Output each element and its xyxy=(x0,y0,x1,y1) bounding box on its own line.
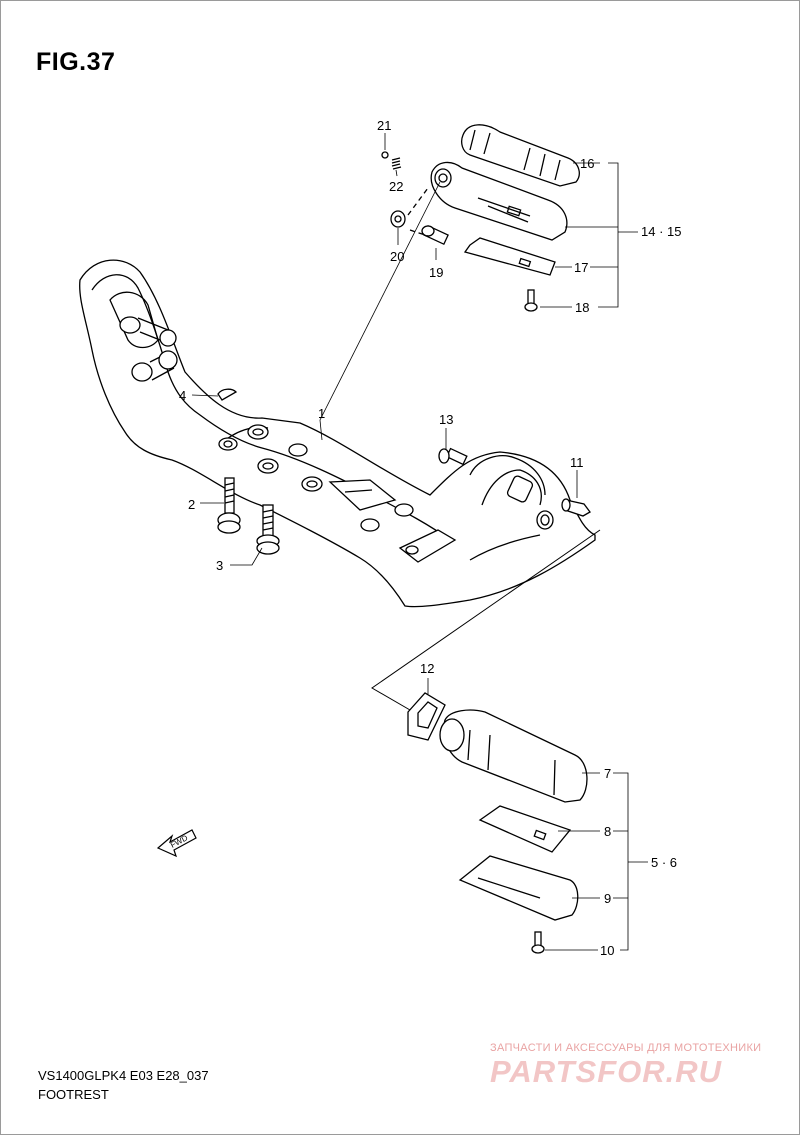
callout-18[interactable]: 18 xyxy=(575,300,590,315)
callout-22[interactable]: 22 xyxy=(389,179,404,194)
gasket-12[interactable] xyxy=(407,692,446,741)
callout-14-15[interactable]: 14 · 15 xyxy=(641,224,682,239)
callout-10[interactable]: 10 xyxy=(600,943,615,958)
callout-16[interactable]: 16 xyxy=(580,156,595,171)
callout-11[interactable]: 11 xyxy=(570,455,584,470)
callout-13[interactable]: 13 xyxy=(439,412,454,427)
ball-21[interactable] xyxy=(381,151,389,159)
bolt-13[interactable] xyxy=(438,447,468,466)
plate-8[interactable] xyxy=(478,805,572,853)
callout-9[interactable]: 9 xyxy=(604,891,612,906)
callout-2[interactable]: 2 xyxy=(188,497,196,512)
callout-12[interactable]: 12 xyxy=(420,661,435,676)
screw-18[interactable] xyxy=(524,289,538,312)
cap-11[interactable] xyxy=(561,498,591,517)
footpeg-7[interactable] xyxy=(439,709,588,803)
callout-3[interactable]: 3 xyxy=(216,558,224,573)
pin-19[interactable] xyxy=(421,224,449,246)
rubber-9[interactable] xyxy=(458,855,579,921)
callout-4[interactable]: 4 xyxy=(179,388,187,403)
callout-17[interactable]: 17 xyxy=(574,260,589,275)
callout-1[interactable]: 1 xyxy=(318,406,326,421)
cotter-pin[interactable] xyxy=(217,388,238,401)
footpeg-14-15[interactable] xyxy=(430,161,568,241)
washer-20[interactable] xyxy=(390,210,406,228)
bolt-2[interactable] xyxy=(217,477,241,534)
callout-5-6[interactable]: 5 · 6 xyxy=(651,855,678,870)
watermark-logo: PARTSFOR.RU xyxy=(490,1054,723,1089)
figure-title: FIG.37 xyxy=(36,48,116,76)
model-code: VS1400GLPK4 E03 E28_037 xyxy=(38,1068,209,1083)
callout-8[interactable]: 8 xyxy=(604,824,612,839)
callout-7[interactable]: 7 xyxy=(604,766,612,781)
footrest-bracket[interactable] xyxy=(79,259,596,608)
spring-22[interactable] xyxy=(391,157,402,170)
callout-20[interactable]: 20 xyxy=(390,249,405,264)
callout-21[interactable]: 21 xyxy=(377,118,392,133)
rubber-16[interactable] xyxy=(461,124,580,187)
bolt-3[interactable] xyxy=(256,504,280,555)
fwd-arrow xyxy=(156,829,197,858)
screw-10[interactable] xyxy=(531,931,545,954)
watermark-subtitle: ЗАПЧАСТИ И АКСЕССУАРЫ ДЛЯ МОТОТЕХНИКИ xyxy=(490,1042,762,1054)
section-name: FOOTREST xyxy=(38,1087,109,1102)
plate-17[interactable] xyxy=(463,237,556,276)
callout-19[interactable]: 19 xyxy=(429,265,444,280)
